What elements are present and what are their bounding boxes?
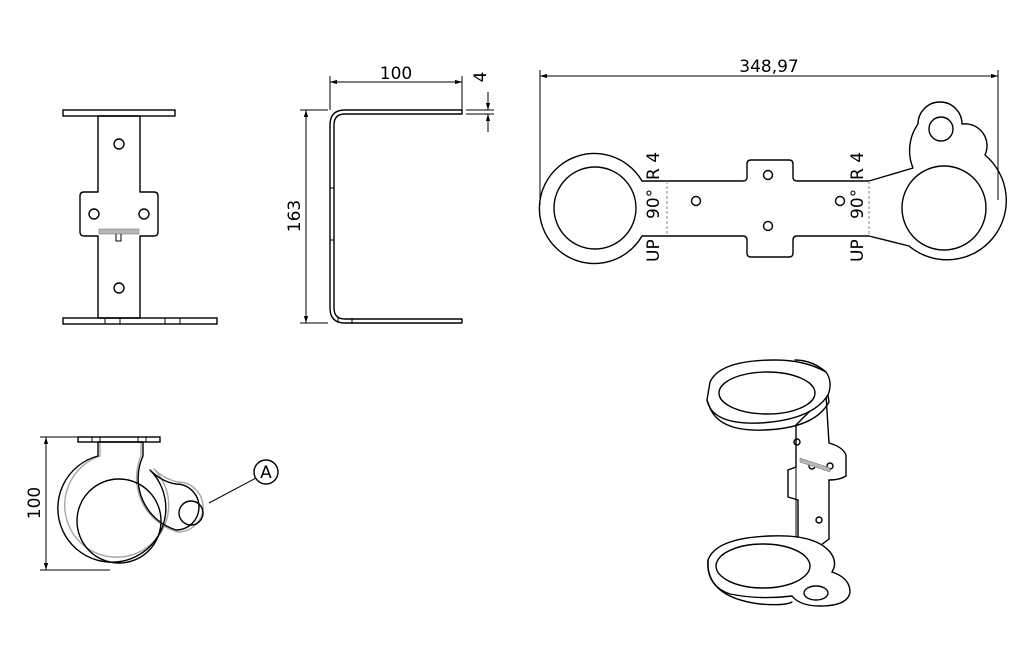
dimension-thickness: 4 [471,72,491,83]
bend-left-angle: 90° [644,189,664,219]
bend-left-radius: R 4 [644,152,664,180]
bend-right-direction: UP [848,239,868,262]
bend-left-direction: UP [644,239,664,262]
side-view: 100 4 163 [285,64,494,324]
dimension-top-height: 100 [25,487,45,519]
flat-pattern-view: 348,97 R 4 90° UP R 4 90° UP [538,57,1007,265]
isometric-view [706,359,851,607]
top-view: A 100 [25,436,279,571]
bend-right-radius: R 4 [848,152,868,180]
callout-label: A [260,463,272,483]
dimension-height: 163 [285,200,305,232]
dimension-width: 100 [380,64,412,84]
front-view [62,109,218,325]
dimension-flat-length: 348,97 [739,57,798,77]
bend-right-angle: 90° [848,189,868,219]
